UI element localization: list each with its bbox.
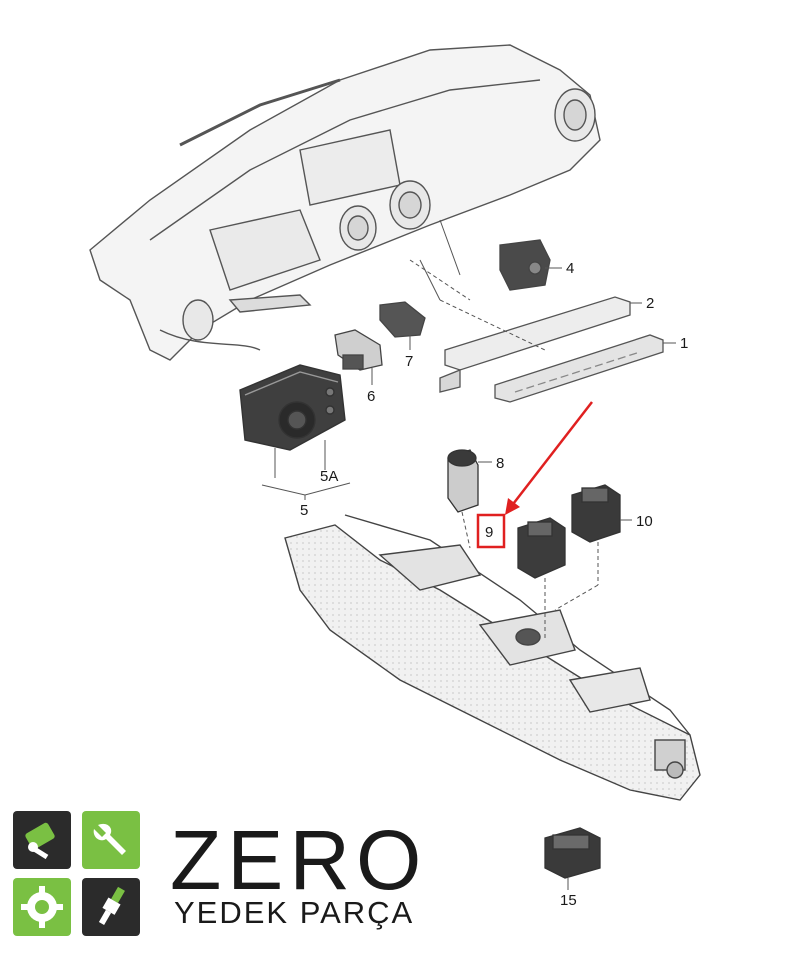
callout-8: 8 <box>496 455 504 472</box>
callout-5: 5 <box>300 502 308 519</box>
gear-icon <box>21 886 63 928</box>
part-1-switch-strip <box>494 334 664 403</box>
piston-icon <box>25 822 55 860</box>
brand-subtitle: YEDEK PARÇA <box>174 895 415 930</box>
callout-7: 7 <box>405 353 413 370</box>
wrench-icon <box>93 823 126 855</box>
logo-tile-spark-plug <box>82 878 140 936</box>
part-9-switch <box>517 517 566 579</box>
highlight-box <box>476 513 506 549</box>
highlight-marker <box>476 401 593 549</box>
part-6-sensor <box>334 329 383 371</box>
leader-lines <box>261 259 676 890</box>
part-15-switch <box>544 827 601 879</box>
callout-2: 2 <box>646 295 654 312</box>
highlight-arrow-shaft <box>509 401 593 509</box>
part-4-switch <box>499 239 551 291</box>
spark-plug-icon <box>98 886 125 925</box>
callout-4: 4 <box>566 260 574 277</box>
callout-10: 10 <box>636 513 653 530</box>
logo-tile-gear <box>13 878 71 936</box>
logo-tile-wrench <box>82 811 140 869</box>
dashboard <box>89 44 601 361</box>
logo-tile-piston <box>13 811 71 869</box>
callout-5a: 5A <box>320 468 338 485</box>
highlight-arrow-head <box>505 498 520 515</box>
part-7-switch <box>379 301 426 338</box>
part-10-switch <box>571 484 621 543</box>
part-2-trim-strip <box>439 296 631 393</box>
callout-9: 9 <box>485 524 493 541</box>
part-5-light-switch <box>239 364 346 451</box>
callout-15: 15 <box>560 892 577 909</box>
part-8-socket <box>447 449 479 513</box>
callout-1: 1 <box>680 335 688 352</box>
callout-6: 6 <box>367 388 375 405</box>
center-console <box>284 514 701 801</box>
brand-wordmark: ZERO <box>170 813 428 907</box>
